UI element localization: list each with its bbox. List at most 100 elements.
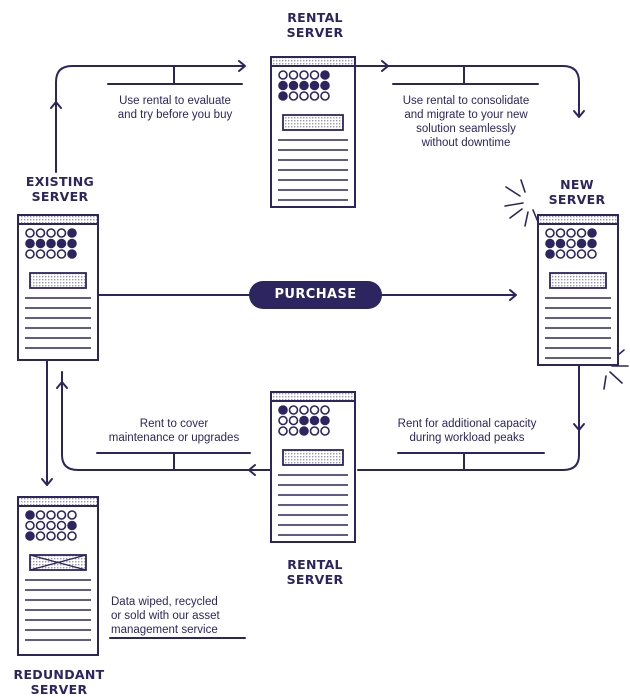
rental-server-top-icon: [270, 56, 356, 208]
caption-line: during workload peaks: [409, 432, 525, 444]
path-rental-top-to-new: [347, 65, 580, 116]
caption-capacity: Rent for additional capacity during work…: [382, 417, 552, 445]
label-line: NEW: [560, 177, 594, 192]
caption-line: and try before you buy: [117, 109, 233, 121]
server-led: [320, 426, 330, 436]
caption-line: or sold with our asset: [111, 610, 220, 622]
server-led: [299, 80, 309, 91]
rental-server-bottom-label: RENTAL SERVER: [265, 557, 365, 587]
label-line: SERVER: [286, 572, 344, 587]
server-led: [46, 531, 56, 541]
bar-consolidate: [392, 65, 539, 85]
redundant-server-icon: [17, 496, 99, 656]
server-led: [25, 520, 35, 531]
caption-consolidate: Use rental to consolidate and migrate to…: [386, 94, 546, 150]
server-led: [278, 91, 288, 101]
path-bottom-right: [357, 429, 580, 471]
server-led: [320, 80, 330, 91]
server-led: [320, 70, 330, 80]
server-led: [545, 228, 555, 238]
server-led: [25, 238, 35, 249]
caption-maintenance: Rent to cover maintenance or upgrades: [96, 417, 252, 445]
server-led: [309, 415, 320, 426]
drive-slot: [549, 272, 607, 289]
caption-line: Data wiped, recycled: [111, 596, 218, 608]
server-led: [566, 249, 576, 259]
server-led: [288, 70, 299, 80]
server-led: [25, 228, 35, 238]
caption-evaluate: Use rental to evaluate and try before yo…: [100, 94, 250, 122]
caption-line: without downtime: [421, 137, 511, 149]
server-led: [35, 238, 46, 249]
server-led: [56, 228, 67, 238]
rental-server-bottom-icon: [270, 391, 356, 543]
drive-slot: [282, 449, 344, 466]
existing-server-label: EXISTING SERVER: [10, 174, 110, 204]
purchase-button[interactable]: PURCHASE: [249, 281, 382, 309]
server-led: [278, 70, 288, 80]
bar-maintenance: [96, 452, 251, 471]
server-led: [46, 520, 56, 531]
server-led: [576, 228, 587, 238]
bar-capacity: [397, 452, 545, 471]
server-led: [555, 238, 566, 249]
server-led: [67, 510, 77, 520]
server-led: [25, 531, 35, 541]
drive-slot: [282, 114, 344, 131]
server-led: [320, 415, 330, 426]
server-led: [299, 415, 309, 426]
label-line: RENTAL: [287, 557, 343, 572]
server-led: [35, 531, 46, 541]
server-led: [299, 91, 309, 101]
new-server-icon: [537, 214, 619, 366]
server-led: [587, 249, 597, 259]
server-led: [56, 249, 67, 259]
rental-server-top-label: RENTAL SERVER: [265, 10, 365, 40]
caption-line: solution seamlessly: [416, 123, 516, 135]
server-led: [555, 249, 566, 259]
server-led: [25, 249, 35, 259]
bar-evaluate: [107, 65, 243, 85]
server-led: [566, 228, 576, 238]
server-led: [288, 426, 299, 436]
caption-line: and migrate to your new: [404, 109, 528, 121]
server-led: [299, 70, 309, 80]
server-led: [46, 228, 56, 238]
label-line: SERVER: [31, 189, 89, 204]
server-led: [67, 520, 77, 531]
server-led: [46, 510, 56, 520]
caption-line: management service: [111, 624, 218, 636]
server-led: [309, 91, 320, 101]
server-led: [566, 238, 576, 249]
label-line: EXISTING: [25, 174, 95, 189]
server-led: [309, 405, 320, 415]
server-led: [67, 249, 77, 259]
server-led: [46, 238, 56, 249]
server-led: [25, 510, 35, 520]
server-led: [299, 426, 309, 436]
caption-line: maintenance or upgrades: [108, 432, 240, 444]
server-led: [278, 80, 288, 91]
server-led: [587, 238, 597, 249]
caption-line: Use rental to evaluate: [119, 95, 231, 107]
server-led: [309, 70, 320, 80]
label-line: RENTAL: [287, 10, 343, 25]
redundant-server-label: REDUNDANT SERVER: [0, 667, 118, 697]
path-existing-to-rental-top: [55, 65, 244, 173]
server-led: [56, 531, 67, 541]
server-led: [320, 91, 330, 101]
server-led: [288, 91, 299, 101]
caption-line: Rent to cover: [139, 418, 209, 430]
server-led: [576, 238, 587, 249]
server-led: [288, 405, 299, 415]
path-rental-bottom-to-existing: [61, 371, 273, 471]
server-led: [67, 228, 77, 238]
server-led: [320, 405, 330, 415]
drive-slot: [29, 272, 87, 289]
caption-line: Rent for additional capacity: [397, 418, 537, 430]
sparkle-icon: [504, 179, 539, 227]
server-led: [56, 520, 67, 531]
server-led: [67, 531, 77, 541]
server-led: [278, 426, 288, 436]
